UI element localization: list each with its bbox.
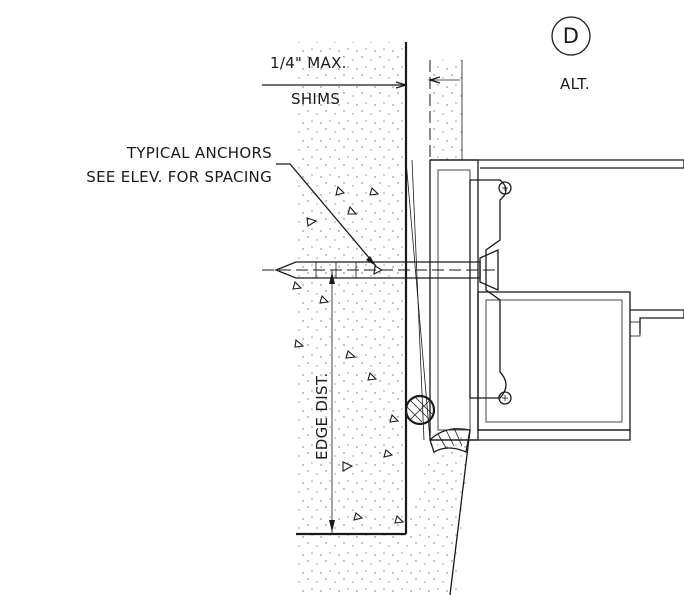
- detail-bubble: [551, 16, 591, 56]
- concrete-substrate: [292, 42, 471, 595]
- detail-id: D: [563, 24, 579, 48]
- anchor-screw: [262, 248, 500, 292]
- anchor-callout: TYPICAL ANCHORS SEE ELEV. FOR SPACING: [86, 144, 377, 267]
- anchors-label-line2: SEE ELEV. FOR SPACING: [86, 168, 272, 186]
- edge-distance-label: EDGE DIST.: [313, 372, 331, 460]
- detail-callout: D ALT.: [551, 16, 591, 93]
- edge-distance-dimension: EDGE DIST.: [313, 270, 335, 534]
- aluminum-frame: [429, 159, 684, 441]
- aggregate-marks: [292, 185, 405, 524]
- shims-label: SHIMS: [291, 90, 340, 108]
- screw-boss-top: [498, 181, 512, 195]
- sill-stipple: [296, 430, 470, 595]
- anchors-label-line1: TYPICAL ANCHORS: [126, 144, 272, 162]
- frame-inner-chamber: [469, 179, 507, 399]
- frame-sash-chamber: [477, 291, 631, 431]
- detail-variant: ALT.: [560, 75, 590, 93]
- frame-top-flange: [430, 159, 684, 169]
- backer-rod-sealant: [404, 394, 471, 453]
- screw-boss-bottom: [498, 391, 512, 405]
- anchor-head: [479, 248, 499, 292]
- shim-dimension: 1/4" MAX. SHIMS: [262, 54, 463, 440]
- anchor-shank: [274, 261, 481, 279]
- shim-max-label: 1/4" MAX.: [270, 54, 347, 72]
- shim-space-stipple: [430, 60, 462, 160]
- sealant-bead: [429, 428, 471, 453]
- sill-slope-line: [449, 429, 471, 595]
- anchor-leader: [276, 163, 377, 267]
- shim-wedge: [405, 159, 431, 441]
- backer-rod: [404, 394, 436, 426]
